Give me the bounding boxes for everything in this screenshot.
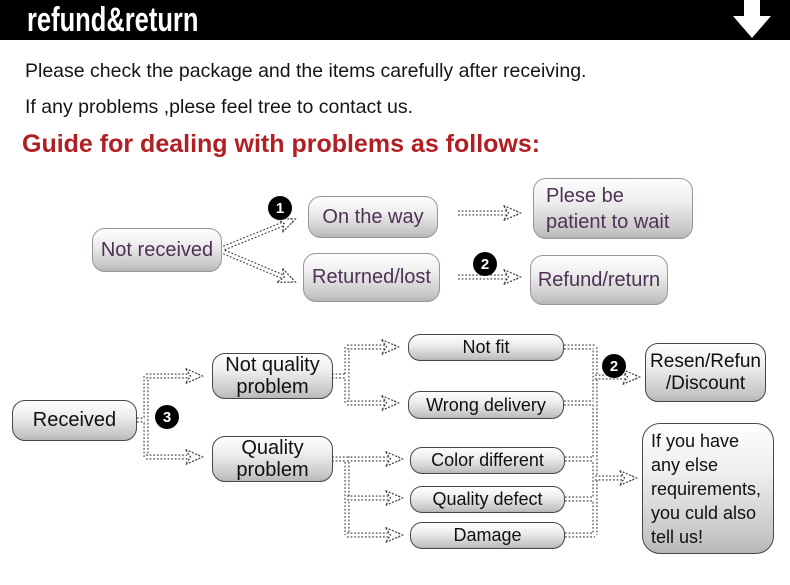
banner-title: refund&return: [27, 1, 199, 39]
step-badge-3: 3: [155, 405, 179, 429]
connector-right-collector: [564, 347, 595, 535]
step-badge-2b: 2: [602, 354, 626, 378]
node-not-quality-problem: Not quality problem: [212, 353, 333, 399]
node-note: If you have any else requirements, you c…: [642, 423, 774, 554]
connector-received-trunk: [137, 376, 146, 457]
node-damage: Damage: [410, 522, 565, 549]
node-not-received: Not received: [92, 228, 222, 272]
node-not-fit: Not fit: [408, 334, 564, 361]
connector-not-received-to-on-the-way: [224, 220, 293, 248]
connector-not-quality-trunk: [332, 347, 347, 403]
connector-not-received-to-returned-lost: [224, 252, 293, 281]
connector-quality-trunk: [332, 459, 347, 535]
node-received: Received: [12, 400, 137, 441]
node-color-different: Color different: [410, 447, 565, 474]
intro-line-1: Please check the package and the items c…: [25, 60, 587, 82]
node-resend-refund-discount: Resen/Refun /Discount: [645, 343, 766, 402]
banner: refund&return: [0, 0, 790, 40]
node-returned-lost: Returned/lost: [303, 253, 440, 302]
intro-line-2: If any problems ,plese feel tree to cont…: [25, 96, 414, 118]
node-wrong-delivery: Wrong delivery: [408, 391, 564, 419]
node-refund-return: Refund/return: [530, 255, 668, 305]
node-quality-problem: Quality problem: [212, 436, 333, 482]
node-please-wait: Plese be patient to wait: [533, 178, 693, 239]
step-badge-1: 1: [268, 196, 292, 220]
step-badge-2: 2: [473, 252, 497, 276]
node-quality-defect: Quality defect: [410, 486, 565, 513]
guide-heading: Guide for dealing with problems as follo…: [22, 130, 541, 158]
node-on-the-way: On the way: [308, 196, 438, 238]
